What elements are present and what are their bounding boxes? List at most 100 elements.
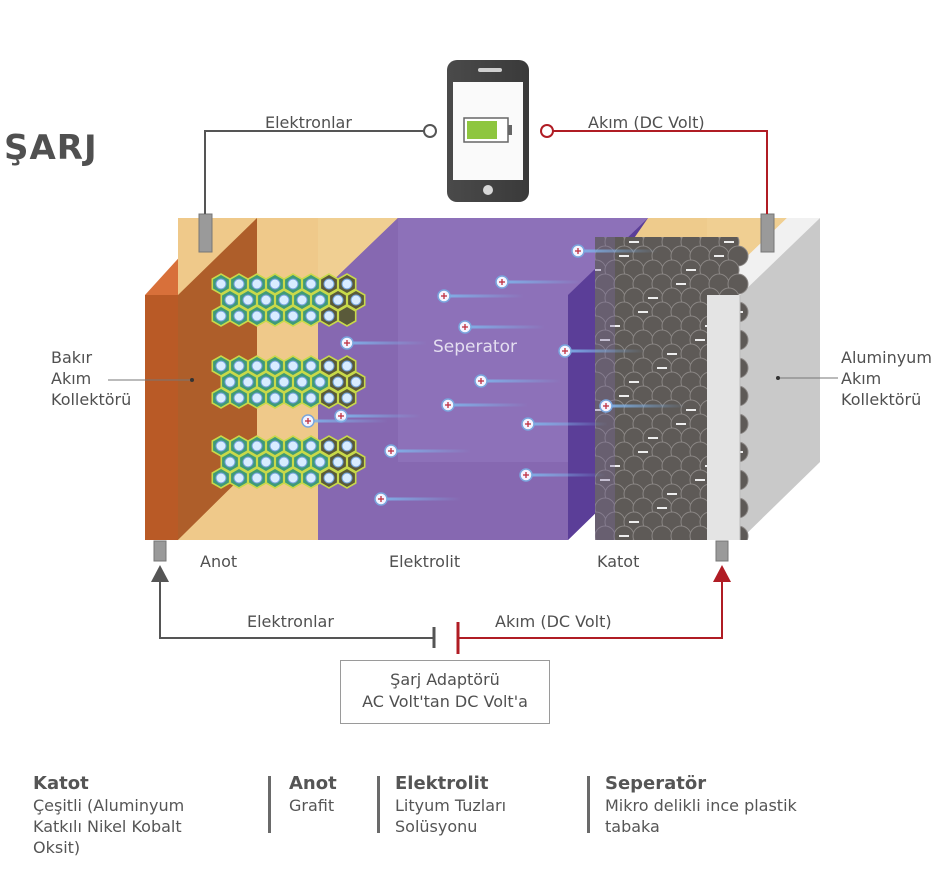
legend-divider-2 (377, 776, 380, 833)
lithium-ion-dot (251, 440, 263, 452)
lithium-ion-dot (305, 278, 317, 290)
lithium-ion-dot (242, 294, 254, 306)
lithium-ion-dot (215, 472, 227, 484)
ion-trail (481, 379, 561, 383)
lithium-ion-dot (332, 376, 344, 388)
cathode-minus (714, 255, 724, 257)
ion-trail (606, 404, 686, 408)
cathode-minus (657, 507, 667, 509)
ion-trail (391, 449, 471, 453)
lithium-ion-dot (233, 310, 245, 322)
cathode-particle (651, 525, 673, 540)
lithium-ion-dot (269, 440, 281, 452)
lithium-ion-dot (233, 392, 245, 404)
cathode-minus (667, 493, 677, 495)
lithium-ion-dot (251, 392, 263, 404)
electrolyte-label: Elektrolit (389, 552, 461, 571)
ion-trail (578, 249, 658, 253)
lithium-ion-dot (251, 360, 263, 372)
lithium-ion-dot (242, 376, 254, 388)
lithium-ion-dot (341, 278, 353, 290)
adapter-title: Şarj Adaptörü (390, 670, 500, 689)
lithium-ion-dot (269, 278, 281, 290)
lithium-ion-dot (251, 278, 263, 290)
lithium-ion-dot (287, 360, 299, 372)
lithium-ion-dot (323, 310, 335, 322)
aluminum-collector (707, 295, 740, 540)
ion-trail (465, 325, 545, 329)
bottom-electrons-label: Elektronlar (247, 612, 334, 631)
lithium-ion-dot (215, 310, 227, 322)
lithium-ion-dot (332, 294, 344, 306)
right-top-terminal (760, 213, 775, 253)
lithium-ion-dot (251, 310, 263, 322)
bottom-current-label: Akım (DC Volt) (495, 612, 612, 631)
right-pointer-dot (776, 376, 780, 380)
cathode-minus (686, 269, 696, 271)
adapter-subtitle: AC Volt'tan DC Volt'a (362, 692, 528, 711)
lithium-ion-dot (233, 360, 245, 372)
legend-electrolyte: Elektrolit Lityum Tuzları Solüsyonu (395, 773, 575, 837)
legend-electrolyte-text: Lityum Tuzları Solüsyonu (395, 796, 507, 836)
ion-trail (502, 280, 582, 284)
legend-electrolyte-heading: Elektrolit (395, 773, 489, 794)
lithium-ion-dot (323, 360, 335, 372)
cathode-minus (629, 241, 639, 243)
legend-separator-text: Mikro delikli ince plastik tabaka (605, 796, 797, 836)
lithium-ion-dot (269, 310, 281, 322)
top-positive-wire (553, 130, 768, 214)
aluminum-collector-label: Aluminyum Akım Kollektörü (841, 348, 932, 409)
lithium-ion-dot (287, 392, 299, 404)
cathode-minus (724, 241, 734, 243)
lithium-ion-dot (260, 294, 272, 306)
graphite-hex (337, 305, 357, 327)
ion-trail (347, 341, 427, 345)
lithium-ion-dot (350, 294, 362, 306)
cathode-minus (648, 297, 658, 299)
top-electrons-label: Elektronlar (265, 113, 352, 132)
lithium-ion-dot (341, 440, 353, 452)
lithium-ion-dot (287, 472, 299, 484)
lithium-ion-dot (305, 310, 317, 322)
lithium-ion-dot (233, 278, 245, 290)
lithium-ion-dot (269, 360, 281, 372)
lithium-ion-dot (332, 456, 344, 468)
lithium-ion-dot (269, 472, 281, 484)
lithium-ion-dot (314, 376, 326, 388)
cathode-minus (619, 255, 629, 257)
cathode-minus (629, 381, 639, 383)
legend-separator-heading: Seperatör (605, 773, 707, 794)
lithium-ion-dot (314, 456, 326, 468)
lithium-ion-dot (224, 376, 236, 388)
lithium-ion-dot (278, 294, 290, 306)
cathode-label: Katot (597, 552, 640, 571)
lithium-ion-dot (296, 456, 308, 468)
lithium-ion-dot (341, 472, 353, 484)
cathode-minus (638, 451, 648, 453)
lithium-ion-dot (314, 294, 326, 306)
lithium-ion-dot (323, 278, 335, 290)
page-title: ŞARJ (4, 128, 98, 168)
lithium-ion-dot (215, 278, 227, 290)
lithium-ion-dot (350, 456, 362, 468)
ion-trail (308, 419, 388, 423)
lithium-ion-dot (224, 456, 236, 468)
lithium-ion-dot (305, 392, 317, 404)
lithium-ion-dot (242, 456, 254, 468)
right-bottom-terminal (715, 540, 729, 562)
lithium-ion-dot (296, 294, 308, 306)
ion-trail (444, 294, 524, 298)
lithium-ion-dot (215, 392, 227, 404)
copper-front (145, 295, 178, 540)
anode-graphite-particles (211, 273, 366, 489)
top-left-wire-end (423, 124, 437, 138)
lithium-ion-dot (215, 360, 227, 372)
lithium-ion-dot (278, 376, 290, 388)
cathode-minus (686, 409, 696, 411)
lithium-ion-dot (323, 440, 335, 452)
lithium-ion-dot (224, 294, 236, 306)
cathode-particle (632, 525, 654, 540)
lithium-ion-dot (233, 472, 245, 484)
cathode-particle (670, 525, 692, 540)
